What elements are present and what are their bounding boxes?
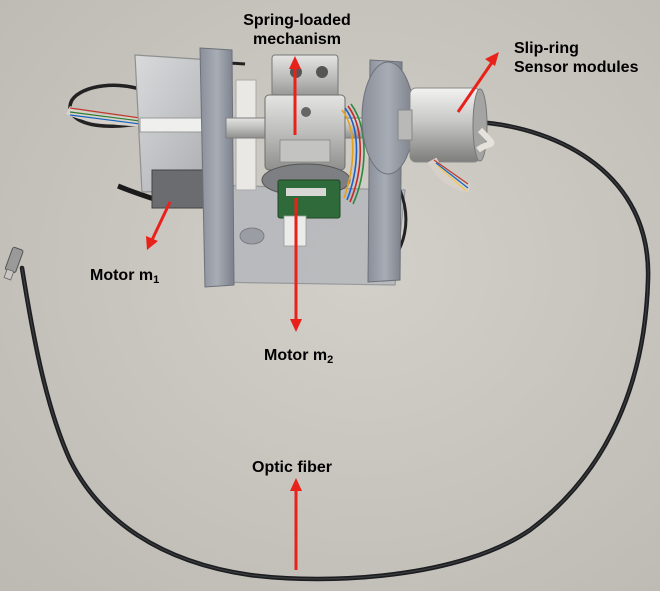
label-spring-loaded-mechanism: Spring-loaded mechanism bbox=[228, 11, 366, 49]
spring-mechanism-top bbox=[271, 54, 339, 101]
slip-ring-body bbox=[409, 87, 481, 163]
label-motor-m2: Motor m2 bbox=[264, 346, 334, 366]
label-motor-m2-subscript: 2 bbox=[327, 354, 334, 366]
arrow-slip-ring bbox=[456, 52, 499, 113]
colored-wires bbox=[341, 103, 365, 205]
label-motor-m1-subscript: 1 bbox=[153, 274, 160, 286]
label-spring-loaded-line2: mechanism bbox=[252, 31, 342, 48]
arrow-optic-fiber bbox=[290, 478, 302, 570]
left-wire-bundle bbox=[65, 105, 141, 127]
label-slip-ring-sensor-modules: Slip-ring Sensor modules bbox=[514, 39, 638, 77]
fiber-connector bbox=[3, 246, 24, 281]
arrow-spring-loaded bbox=[289, 56, 301, 135]
label-motor-m1: Motor m1 bbox=[90, 266, 160, 286]
label-motor-m1-text: Motor m bbox=[90, 267, 154, 284]
label-slip-ring-line2: Sensor modules bbox=[514, 59, 639, 76]
sensor-pcb bbox=[277, 179, 341, 219]
label-spring-loaded-line1: Spring-loaded bbox=[243, 12, 351, 29]
left-acrylic-pillar bbox=[199, 47, 235, 288]
left-cable-loop bbox=[68, 83, 151, 128]
slip-ring-wires bbox=[427, 157, 472, 193]
label-optic-fiber: Optic fiber bbox=[252, 459, 333, 476]
motor-m1-body bbox=[151, 169, 208, 209]
arrow-motor-m2 bbox=[290, 198, 302, 332]
label-slip-ring-line1: Slip-ring bbox=[514, 40, 579, 57]
arrow-motor-m1 bbox=[146, 201, 172, 250]
label-motor-m2-text: Motor m bbox=[264, 347, 328, 364]
